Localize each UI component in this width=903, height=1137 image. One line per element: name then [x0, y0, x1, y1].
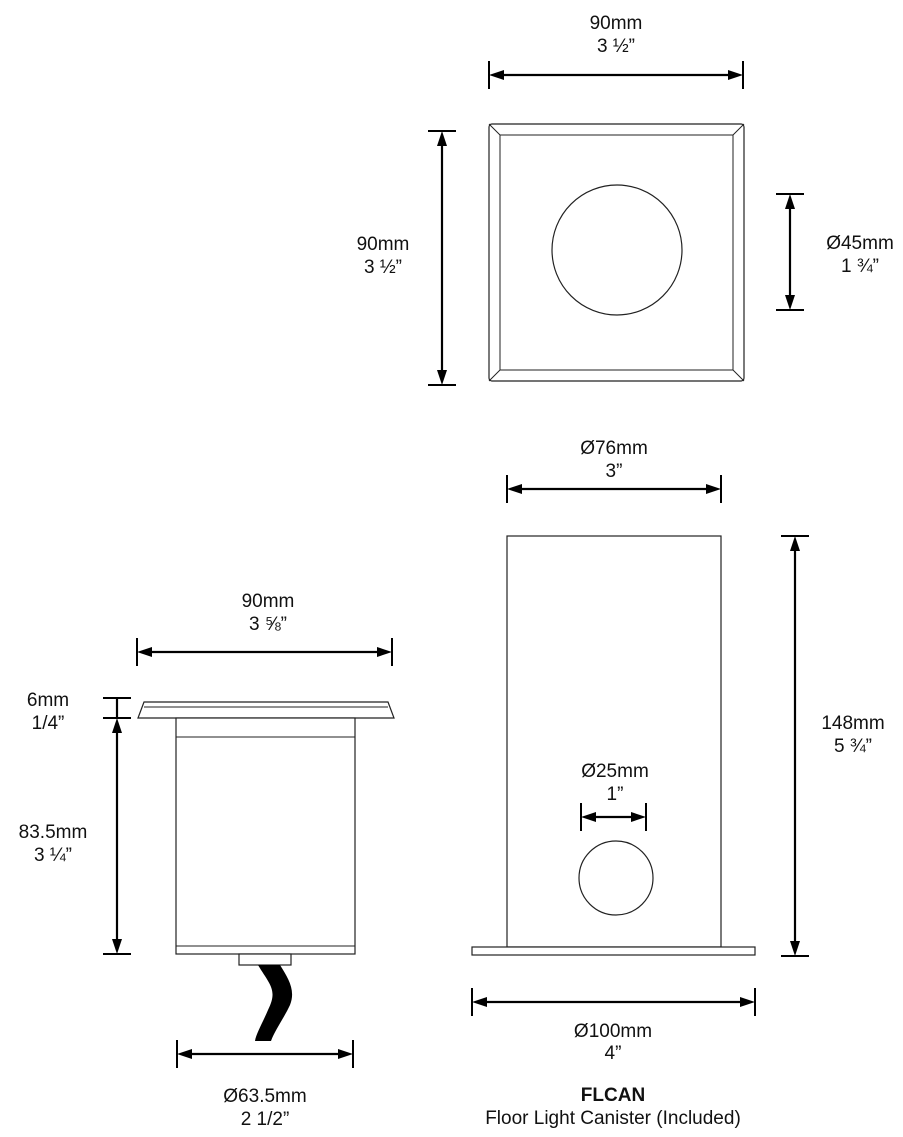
canister-base-diameter-dimension: [471, 988, 756, 1016]
body-diameter-dimension: [176, 1040, 354, 1068]
top-height-in-label: 3 ½”: [364, 257, 402, 278]
side-width-in-label: 3 ⅝”: [249, 614, 287, 635]
body-height-dimension: [103, 718, 131, 955]
canister-title: FLCAN: [581, 1085, 645, 1106]
top-view-aperture: [551, 184, 683, 316]
side-width-dimension: [136, 638, 393, 666]
body-diameter-in-label: 2 1/2”: [241, 1109, 290, 1130]
top-width-dimension: [488, 61, 744, 89]
top-height-dimension: [428, 130, 456, 386]
top-width-in-label: 3 ½”: [597, 36, 635, 57]
canister-height-dimension: [781, 535, 809, 957]
side-view-cable: [255, 965, 293, 1041]
flange-thickness-dimension: [103, 697, 131, 719]
aperture-dimension: [776, 193, 804, 311]
top-width-mm-label: 90mm: [590, 13, 643, 34]
port-in-label: 1”: [607, 784, 624, 805]
port-diameter-dimension: [580, 803, 647, 831]
canister-view: [471, 535, 756, 956]
aperture-mm-label: Ø45mm: [826, 233, 894, 254]
side-view-body: [175, 717, 356, 955]
side-view-cable-gland: [238, 953, 292, 966]
canister-base-mm-label: Ø100mm: [574, 1021, 652, 1042]
canister-top-in-label: 3”: [606, 461, 623, 482]
canister-subtitle: Floor Light Canister (Included): [485, 1108, 741, 1129]
canister-height-in-label: 5 ¾”: [834, 736, 872, 757]
flange-in-label: 1/4”: [32, 713, 65, 734]
side-width-mm-label: 90mm: [242, 591, 295, 612]
canister-top-diameter-dimension: [506, 475, 722, 503]
body-in-label: 3 ¼”: [34, 845, 72, 866]
canister-base-in-label: 4”: [605, 1043, 622, 1064]
body-mm-label: 83.5mm: [19, 822, 88, 843]
canister-height-mm-label: 148mm: [821, 713, 884, 734]
flange-mm-label: 6mm: [27, 690, 69, 711]
canister-top-mm-label: Ø76mm: [580, 438, 648, 459]
canister-port: [578, 840, 654, 916]
top-view-inner-frame: [499, 134, 734, 371]
canister-base: [471, 946, 756, 956]
body-diameter-mm-label: Ø63.5mm: [223, 1086, 306, 1107]
top-view: [488, 123, 745, 382]
side-view: [137, 701, 395, 1041]
top-height-mm-label: 90mm: [357, 234, 410, 255]
aperture-in-label: 1 ¾”: [841, 256, 879, 277]
side-view-flange: [137, 701, 395, 719]
port-mm-label: Ø25mm: [581, 761, 649, 782]
